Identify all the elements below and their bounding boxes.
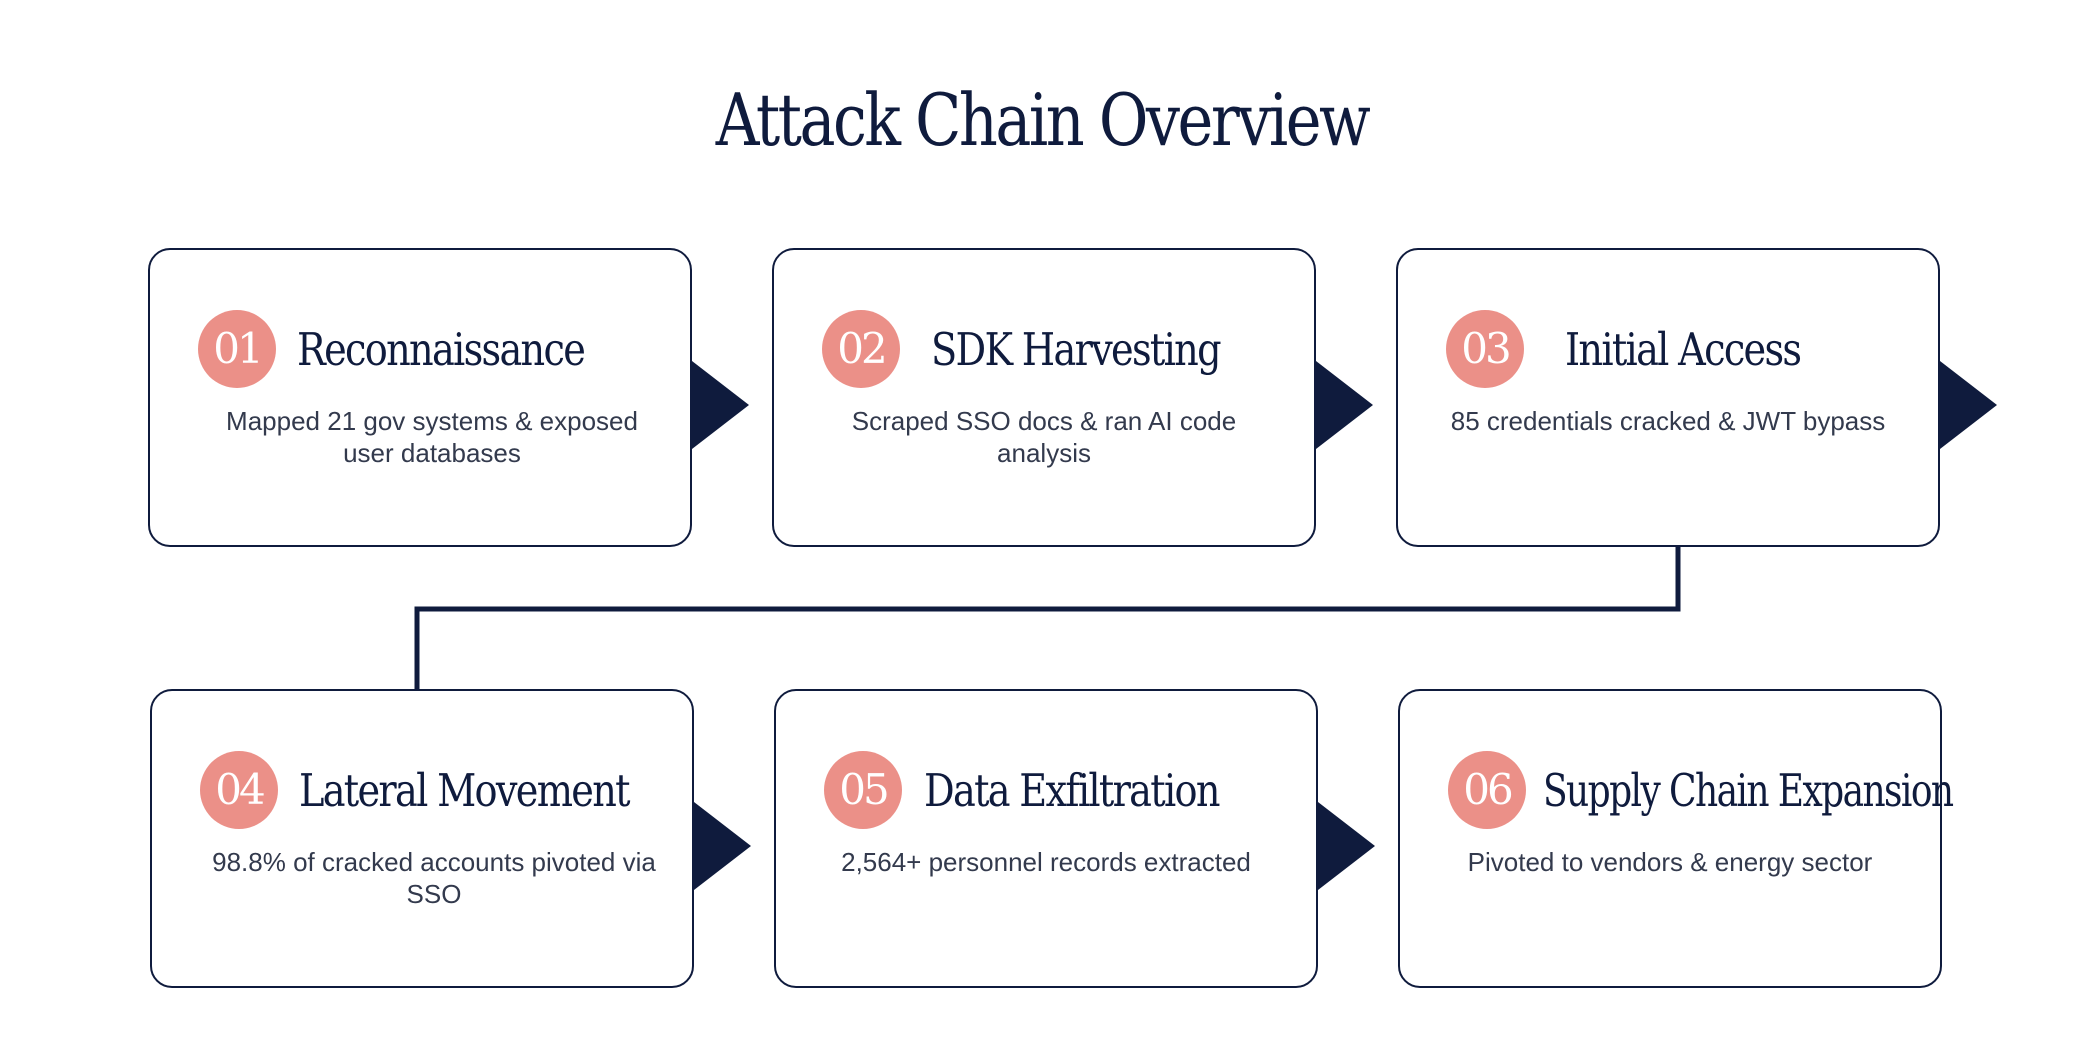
step-title: Data Exfiltration xyxy=(924,764,1220,817)
step-title: Initial Access xyxy=(1565,323,1802,376)
step-card-sdk-harvesting: 02 SDK Harvesting Scraped SSO docs & ran… xyxy=(772,248,1316,547)
step-card-supply-chain-expansion: 06 Supply Chain Expansion Pivoted to ven… xyxy=(1398,689,1954,988)
step-number-badge: 06 xyxy=(1448,751,1526,829)
step-card-lateral-movement: 04 Lateral Movement 98.8% of cracked acc… xyxy=(150,689,694,988)
step-title: Supply Chain Expansion xyxy=(1543,764,1954,817)
step-number-badge: 01 xyxy=(198,310,276,388)
step-description: Scraped SSO docs & ran AI code analysis xyxy=(851,406,1237,468)
arrow-02-03 xyxy=(1316,361,1373,449)
step-card-initial-access: 03 Initial Access 85 credentials cracked… xyxy=(1396,248,1940,547)
step-number-badge: 03 xyxy=(1446,310,1524,388)
step-description: 2,564+ personnel records extracted xyxy=(841,847,1251,877)
page-title: Attack Chain Overview xyxy=(715,78,1371,162)
step-description: Mapped 21 gov systems & exposed user dat… xyxy=(226,406,638,468)
step-number-badge: 02 xyxy=(822,310,900,388)
step-title: SDK Harvesting xyxy=(931,323,1222,376)
step-number-badge: 05 xyxy=(824,751,902,829)
arrow-04-05 xyxy=(694,802,751,890)
step-number-badge: 04 xyxy=(200,751,278,829)
arrow-05-06 xyxy=(1318,802,1375,890)
step-description: 98.8% of cracked accounts pivoted via SS… xyxy=(212,847,656,909)
arrow-01-02 xyxy=(692,361,749,449)
step-title: Lateral Movement xyxy=(299,764,631,817)
arrow-03-next xyxy=(1940,361,1997,449)
step-card-data-exfiltration: 05 Data Exfiltration 2,564+ personnel re… xyxy=(774,689,1318,988)
step-card-reconnaissance: 01 Reconnaissance Mapped 21 gov systems … xyxy=(148,248,692,547)
wrap-connector-03-04 xyxy=(414,546,1681,689)
step-title: Reconnaissance xyxy=(297,323,586,376)
step-description: 85 credentials cracked & JWT bypass xyxy=(1450,406,1886,436)
step-description: Pivoted to vendors & energy sector xyxy=(1467,847,1873,877)
